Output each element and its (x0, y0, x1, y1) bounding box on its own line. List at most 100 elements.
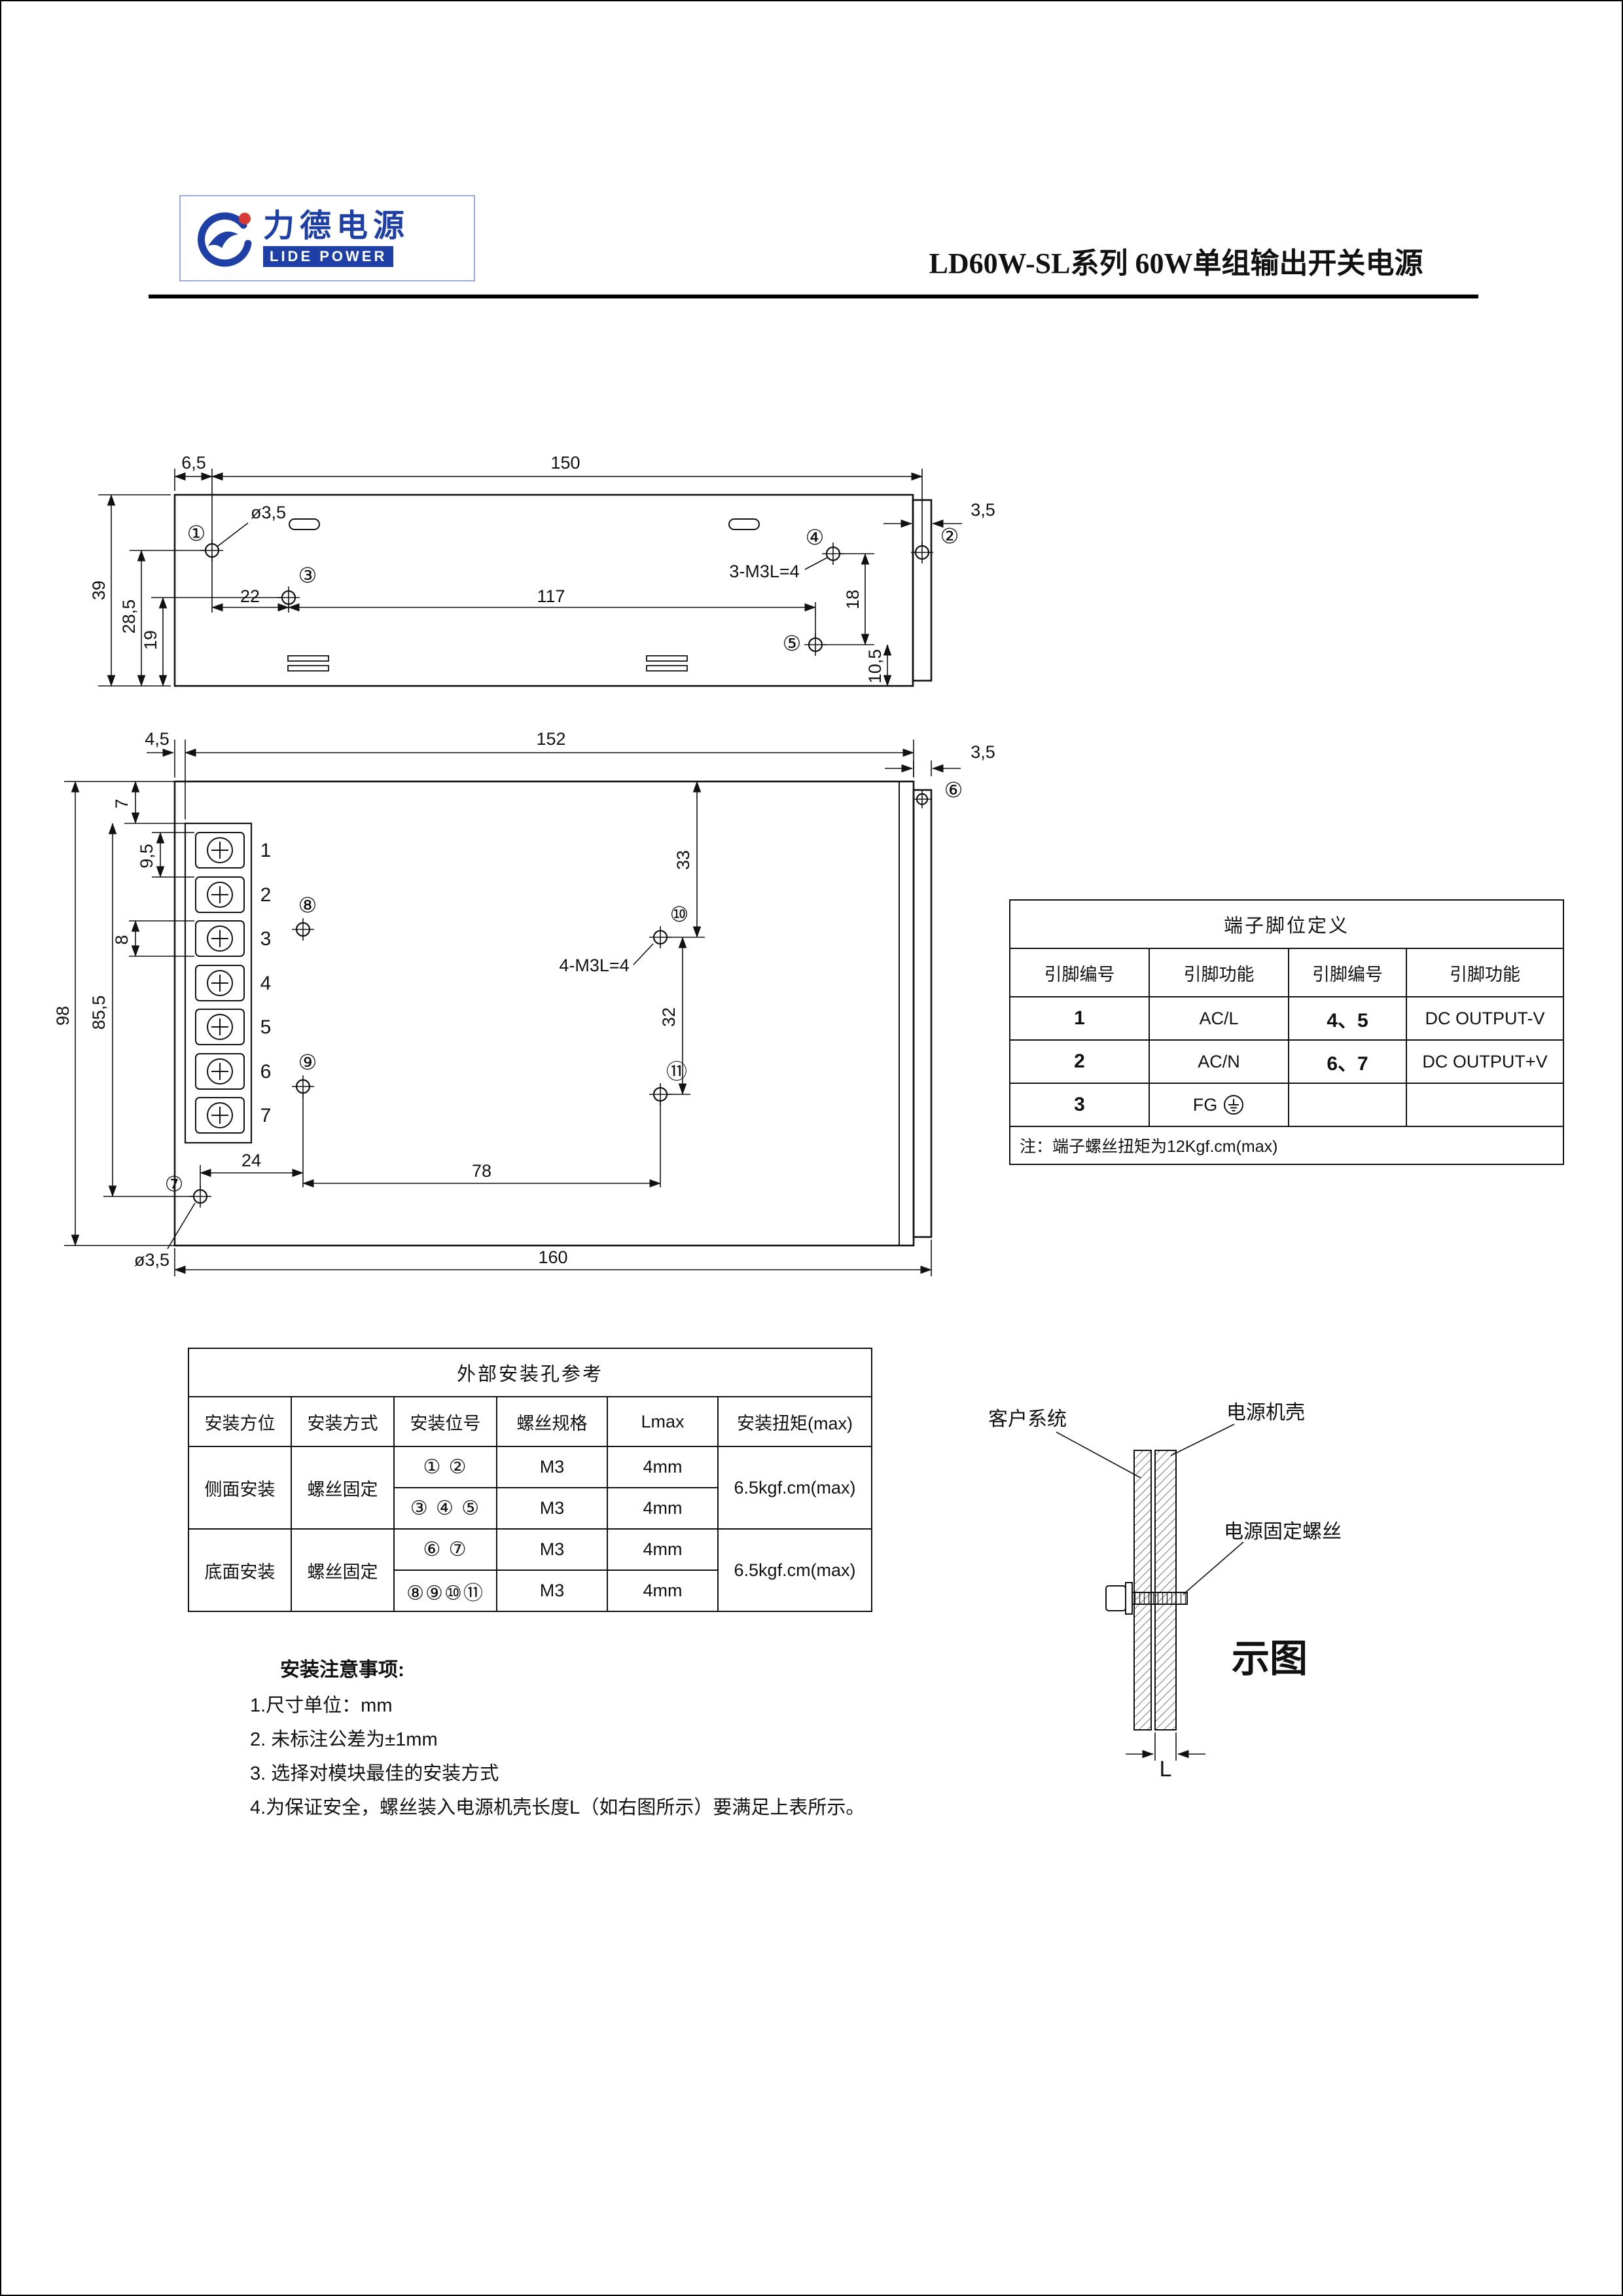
pin-row: 2 AC/N 6、7 DC OUTPUT+V (1009, 1039, 1565, 1084)
dim-label: ø3,5 (251, 503, 286, 522)
pin-col-header: 引脚功能 (1149, 948, 1289, 997)
top-view-holes (201, 539, 933, 656)
dim-label: 19 (141, 630, 160, 650)
power-case-wall (1154, 1450, 1177, 1731)
pin-number: 4、5 (1288, 996, 1407, 1041)
terminal-number: 6 (260, 1061, 272, 1083)
dim-label: 150 (550, 453, 580, 473)
dim-label: 78 (472, 1161, 491, 1181)
pin-row: 3 FG (1009, 1083, 1565, 1127)
dim-label: 18 (843, 590, 863, 609)
mount-col-header: Lmax (607, 1396, 719, 1447)
pin-number: 1 (1009, 996, 1150, 1041)
pin-table-title: 端子脚位定义 (1008, 899, 1565, 949)
mount-col-header: 安装扭矩(max) (717, 1396, 873, 1447)
pin-row: 1 AC/L 4、5 DC OUTPUT-V (1009, 996, 1565, 1041)
terminal-number: 1 (260, 840, 272, 861)
dim-label: 33 (673, 850, 693, 870)
pin-function-text: FG (1192, 1095, 1218, 1115)
install-note-item: 1.尺寸单位：mm (250, 1695, 393, 1716)
mount-col-header: 安装方位 (188, 1396, 292, 1447)
logo-chinese-name: 力德电源 (263, 209, 410, 244)
hole-marker-8: ⑧ (298, 893, 317, 917)
dim-label: 3-M3L=4 (729, 562, 799, 581)
dim-label: 4,5 (145, 729, 169, 749)
fixing-screw-label: 电源固定螺丝 (1224, 1521, 1342, 1543)
screw-washer (1125, 1582, 1133, 1615)
terminal-block (195, 832, 245, 1134)
pin-col-header: 引脚编号 (1009, 948, 1150, 997)
pin-number-empty (1288, 1083, 1407, 1127)
screw-shaft (1132, 1592, 1188, 1605)
hole-marker-4: ④ (806, 526, 825, 549)
screw-spec: M3 (496, 1446, 608, 1488)
mount-position: 底面安装 (188, 1528, 292, 1612)
hole-marker-6: ⑥ (944, 778, 963, 802)
terminal-number: 2 (260, 884, 272, 906)
pin-function: DC OUTPUT+V (1405, 1039, 1565, 1084)
lmax-value: 4mm (607, 1528, 719, 1571)
bottom-view-outline (173, 780, 933, 1247)
pin-col-header: 引脚功能 (1405, 948, 1565, 997)
dim-label: 7 (112, 798, 132, 808)
dim-label: 10,5 (865, 649, 885, 684)
mount-table-title: 外部安装孔参考 (187, 1348, 873, 1397)
pin-col-header: 引脚编号 (1288, 948, 1407, 997)
doc-title: LD60W-SL系列 60W单组输出开关电源 (929, 247, 1423, 279)
pin-table-container: 端子脚位定义 引脚编号 引脚功能 引脚编号 引脚功能 1 AC/L 4、5 DC… (1008, 899, 1565, 1165)
pin-number: 2 (1009, 1039, 1150, 1084)
dim-label: 152 (536, 729, 565, 749)
mount-torque: 6.5kgf.cm(max) (717, 1528, 873, 1612)
pin-table-note: 注：端子螺丝扭矩为12Kgf.cm(max) (1008, 1126, 1565, 1165)
hole-marker-9: ⑨ (298, 1050, 317, 1074)
dim-label: 3,5 (971, 742, 995, 762)
lmax-value: 4mm (607, 1570, 719, 1612)
dim-label: 24 (241, 1151, 261, 1170)
pin-function-empty (1405, 1083, 1565, 1127)
dim-label: 85,5 (89, 996, 109, 1030)
pin-function: AC/L (1149, 996, 1289, 1041)
mount-hole-ids: ⑧⑨⑩⑪ (393, 1570, 497, 1612)
hole-marker-7: ⑦ (165, 1172, 184, 1196)
dim-label: 4-M3L=4 (559, 956, 629, 975)
ground-icon (1224, 1095, 1244, 1115)
dim-label: 39 (89, 581, 109, 600)
dim-label: 9,5 (137, 844, 156, 869)
pin-table: 端子脚位定义 引脚编号 引脚功能 引脚编号 引脚功能 1 AC/L 4、5 DC… (1008, 899, 1565, 1165)
dim-label: 22 (240, 586, 260, 606)
terminal-number: 7 (260, 1105, 272, 1126)
mount-hole-ids: ① ② (393, 1446, 497, 1488)
hole-marker-5: ⑤ (783, 632, 802, 655)
mount-row: ③ ④ ⑤ M3 4mm (188, 1487, 872, 1530)
mount-col-header: 螺丝规格 (496, 1396, 608, 1447)
mount-row: 底面安装 螺丝固定 ⑥ ⑦ M3 4mm 6.5kgf.cm(max) (188, 1528, 873, 1612)
mount-hole-ids: ⑥ ⑦ (393, 1528, 497, 1571)
bottom-view-holes (189, 790, 931, 1208)
hole-marker-10: ⑩ (670, 903, 689, 926)
terminal-number: 5 (260, 1016, 272, 1038)
length-dim-label: L (1160, 1757, 1172, 1782)
install-notes: 安装注意事项: 1.尺寸单位：mm 2. 未标注公差为±1mm 3. 选择对模块… (250, 1653, 1140, 1825)
top-view-dims (98, 469, 962, 687)
install-note-item: 4.为保证安全，螺丝装入电源机壳长度L（如右图所示）要满足上表所示。 (250, 1797, 865, 1818)
mount-hole-ids: ③ ④ ⑤ (393, 1487, 497, 1530)
mount-table: 外部安装孔参考 安装方位 安装方式 安装位号 螺丝规格 Lmax 安装扭矩(ma… (187, 1348, 873, 1612)
dim-label: 6,5 (181, 453, 206, 473)
hole-marker-11: ⑪ (666, 1060, 687, 1083)
lmax-value: 4mm (607, 1446, 719, 1488)
mount-col-header: 安装方式 (291, 1396, 395, 1447)
header-rule (149, 295, 1478, 298)
mounting-illustration-labels: 客户系统电源机壳电源固定螺丝示图L (988, 1402, 1342, 1782)
dim-label: 28,5 (119, 600, 139, 634)
terminal-number: 4 (260, 973, 272, 994)
mounting-illustration (1056, 1424, 1244, 1761)
install-note-item: 3. 选择对模块最佳的安装方式 (250, 1763, 499, 1784)
dim-label: 98 (53, 1006, 73, 1026)
customer-system-label: 客户系统 (988, 1408, 1067, 1430)
pin-function: DC OUTPUT-V (1405, 996, 1565, 1041)
dim-label: 8 (112, 935, 132, 944)
customer-wall (1133, 1450, 1152, 1731)
